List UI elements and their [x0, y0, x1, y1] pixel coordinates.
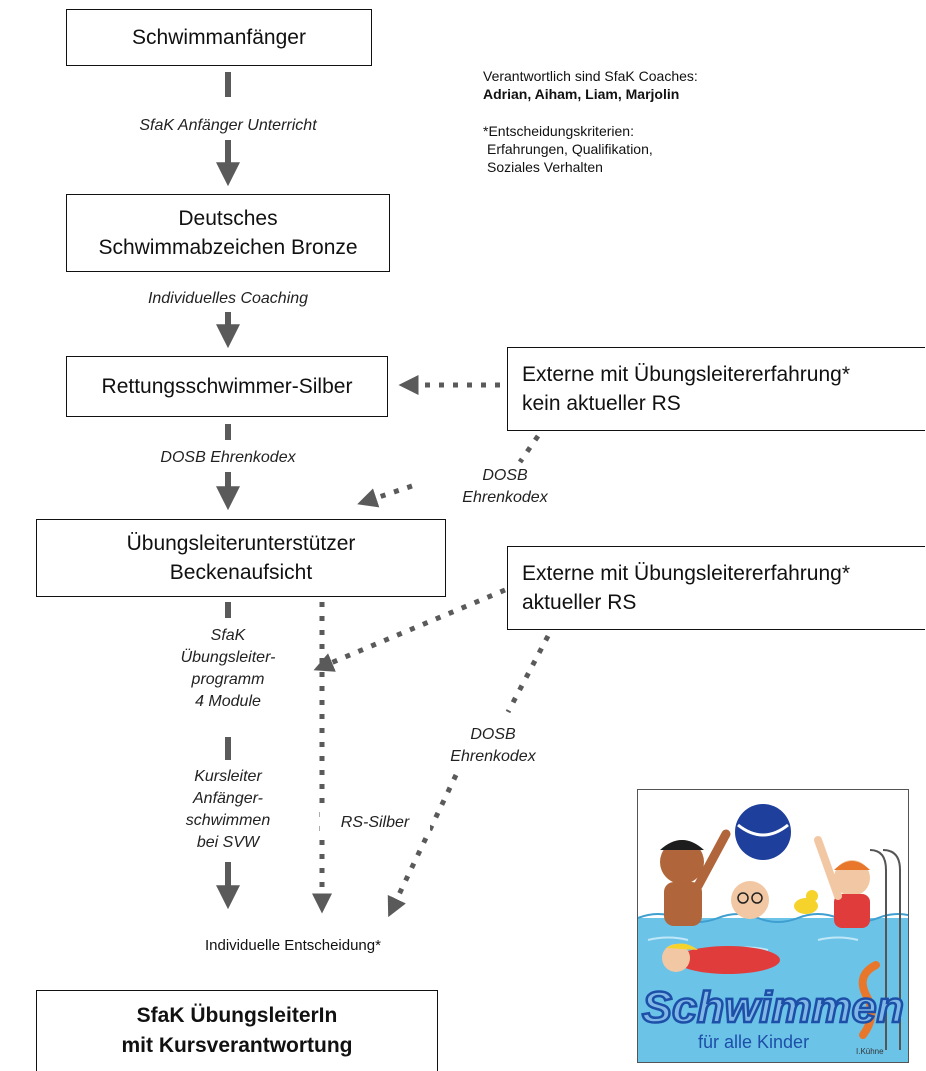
box-silver-label: Rettungsschwimmer-Silber	[101, 375, 353, 398]
label-program-line3: programm	[191, 671, 265, 688]
box-bronze-line2: Schwimmabzeichen Bronze	[98, 236, 358, 259]
logo-title: Schwimmen	[642, 983, 904, 1032]
notes-criteria: *Entscheidungskriterien: Erfahrungen, Qu…	[483, 122, 803, 176]
dotted-arrow-external2-dosb	[505, 634, 551, 714]
dotted-arrow-external1-dosb	[517, 434, 541, 464]
notes-coaches-names: Adrian, Aiham, Liam, Marjolin	[483, 86, 680, 102]
label-dosb-external2-line2: Ehrenkodex	[450, 748, 536, 765]
child-middle-head	[731, 881, 769, 919]
box-external-no-rs-line1: Externe mit Übungsleitererfahrung*	[522, 363, 851, 386]
box-assistant: Übungsleiterunterstützer Beckenaufsicht	[36, 519, 446, 597]
label-dosb-external2: DOSB Ehrenkodex	[428, 724, 558, 768]
notes-coaches: Adrian, Aiham, Liam, Marjolin	[483, 85, 803, 103]
logo-signature: I.Kühne	[856, 1047, 884, 1056]
label-course-line2: Anfänger-	[193, 790, 263, 807]
swimming-logo: Schwimmen für alle Kinder I.Kühne	[637, 789, 909, 1063]
child-left-head	[660, 840, 704, 884]
child-swimming	[676, 946, 780, 974]
seahorse	[858, 961, 880, 1039]
label-program-line4: 4 Module	[195, 693, 261, 710]
label-course-line1: Kursleiter	[194, 768, 262, 785]
box-final-line1: SfaK ÜbungsleiterIn	[136, 1004, 338, 1027]
dotted-arrow-dosb-to-decision	[387, 773, 459, 918]
label-coaching: Individuelles Coaching	[147, 290, 309, 307]
label-dosb-external1-line2: Ehrenkodex	[462, 489, 548, 506]
label-decision: Individuelle Entscheidung*	[205, 937, 381, 954]
box-final: SfaK ÜbungsleiterIn mit Kursverantwortun…	[36, 990, 438, 1071]
box-assistant-line2: Beckenaufsicht	[169, 561, 313, 584]
box-bronze: Deutsches Schwimmabzeichen Bronze	[66, 194, 390, 272]
label-course: Kursleiter Anfänger- schwimmen bei SVW	[158, 766, 298, 854]
box-final-line2: mit Kursverantwortung	[121, 1034, 353, 1057]
box-external-no-rs: Externe mit Übungsleitererfahrung* kein …	[507, 347, 925, 431]
pool-ladder	[869, 849, 901, 1050]
notes-criteria-line1: Erfahrungen, Qualifikation,	[487, 141, 653, 157]
label-beginner-lessons: SfaK Anfänger Unterricht	[139, 117, 317, 134]
dotted-arrow-external2-to-program	[313, 587, 506, 672]
label-dosb-external1: DOSB Ehrenkodex	[440, 465, 570, 509]
logo-subtitle: für alle Kinder	[698, 1032, 809, 1052]
label-program: SfaK Übungsleiter- programm 4 Module	[158, 625, 298, 713]
label-program-line1: SfaK	[210, 627, 246, 644]
notes-responsible-title: Verantwortlich sind SfaK Coaches:	[483, 68, 698, 84]
box-assistant-line1: Übungsleiterunterstützer	[126, 532, 356, 555]
label-dosb-main: DOSB Ehrenkodex	[160, 449, 296, 466]
swimming-illustration: Schwimmen für alle Kinder I.Kühne	[638, 790, 908, 1062]
box-beginner: Schwimmanfänger	[66, 9, 372, 66]
notes-responsible: Verantwortlich sind SfaK Coaches: Adrian…	[483, 67, 803, 103]
label-program-line2: Übungsleiter-	[180, 649, 276, 666]
label-dosb-external1-line1: DOSB	[482, 467, 528, 484]
box-external-no-rs-line2: kein aktueller RS	[522, 392, 681, 415]
box-external-rs-line1: Externe mit Übungsleitererfahrung*	[522, 562, 851, 585]
label-course-line3: schwimmen	[185, 812, 271, 829]
box-silver: Rettungsschwimmer-Silber	[66, 356, 388, 417]
notes-criteria-line2: Soziales Verhalten	[487, 159, 603, 175]
box-bronze-line1: Deutsches	[178, 207, 278, 230]
box-beginner-label: Schwimmanfänger	[132, 26, 306, 49]
box-external-rs: Externe mit Übungsleitererfahrung* aktue…	[507, 546, 925, 630]
notes-criteria-title: *Entscheidungskriterien:	[483, 123, 634, 139]
label-dosb-external2-line1: DOSB	[470, 726, 516, 743]
label-rs-silver: RS-Silber	[320, 812, 430, 834]
box-external-rs-line2: aktueller RS	[522, 591, 637, 614]
dotted-arrow-dosb-to-assistant	[357, 483, 413, 508]
label-course-line4: bei SVW	[196, 834, 260, 851]
ball	[735, 804, 791, 860]
